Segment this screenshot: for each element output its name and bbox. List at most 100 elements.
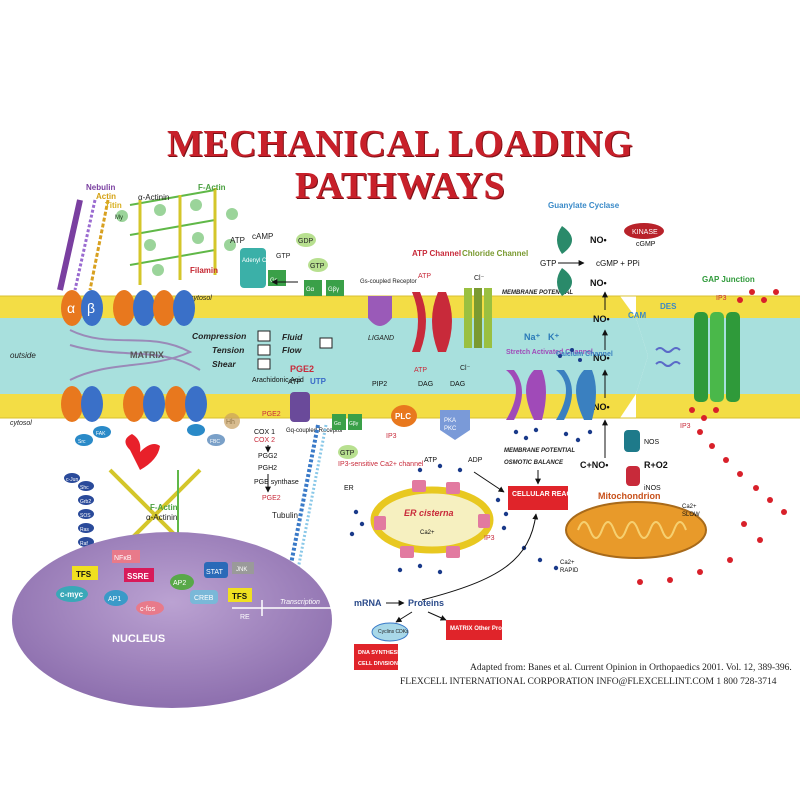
pip2-label: PIP2 [372, 381, 387, 388]
ip3-er-label: IP3 [484, 535, 495, 542]
gap-junction-label: GAP Junction [702, 275, 755, 284]
guanylate-cyclase-lower [557, 268, 572, 296]
ip3-plc-label: IP3 [386, 433, 397, 440]
ligand-label: LIGAND [368, 335, 394, 342]
ca-er-label: Ca2+ [420, 530, 435, 536]
membrane-potential-upper-label: MEMBRANE POTENTIAL [502, 290, 573, 296]
mitochondrion [565, 501, 707, 559]
calcium-channel-right [576, 370, 596, 420]
inos-shape [626, 466, 640, 486]
arachidonic-label: Arachidonic Acid [252, 377, 304, 384]
cox2-label: COX 2 [254, 437, 275, 444]
pge-synthase-label: PGE synthase [254, 479, 299, 486]
ga-label: Gα [306, 287, 315, 293]
plc-shape [391, 405, 417, 427]
des-label: DES [660, 302, 677, 311]
camp-label: cAMP [252, 232, 273, 241]
atp-out-label: ATP [418, 273, 431, 280]
re-label: RE [240, 614, 250, 621]
kinase-label: KINASE [632, 229, 658, 236]
pgh2-label: PGH2 [258, 465, 277, 472]
pkc-label: PKC [444, 426, 457, 432]
matrix-products-box [446, 620, 502, 640]
sos-label: SOS [80, 513, 91, 519]
no-reaction-right: R+O2 [644, 460, 668, 470]
atp-pkc-label: ATP [424, 457, 437, 464]
no-upper-label: NO• [590, 235, 607, 245]
talin-heart [125, 434, 160, 470]
fbc-label: FBC [210, 439, 220, 445]
f-actin-upper-label: F-Actin [198, 183, 226, 192]
pgg2-label: PGG2 [258, 453, 278, 460]
tension-label: Tension [212, 345, 244, 355]
nfkb-label: NFκB [114, 555, 132, 562]
gbg-label: Gβγ [328, 287, 339, 293]
f-actin-lower-label: F-Actin [150, 503, 178, 512]
right-upper-membrane [636, 296, 800, 318]
cyclins-bubble [371, 622, 409, 642]
src-label: Src [78, 439, 86, 445]
title-line-1: MECHANICAL LOADING [166, 123, 634, 165]
gs-coupled-receptor-label: Gs-coupled Receptor [360, 279, 417, 285]
title-line-2: PATHWAYS [294, 165, 506, 207]
alpha-actinin-lower-label: α-Actinin [146, 513, 177, 522]
ip3-channel-label: IP3-sensitive Ca2+ channel [338, 461, 424, 468]
tubulin-label: Tubulin [272, 511, 298, 520]
raf-label: Raf [80, 541, 88, 547]
guanylate-cyclase-label: Guanylate Cyclase [548, 201, 620, 210]
gtp-lower-label: GTP [340, 450, 355, 457]
matrix-products-label: MATRIX Other Products [450, 626, 519, 632]
gdp-bubble [296, 233, 316, 247]
nos-label: NOS [644, 439, 660, 446]
atp-camp-atp: ATP [230, 236, 245, 245]
ca-rapid-label: RAPID [560, 568, 579, 574]
beta-integrin-label: β [87, 300, 95, 316]
guanylate-cyclase-upper [557, 226, 572, 254]
gq-receptor [290, 392, 310, 422]
cytosol-upper-label: cytosol [190, 295, 212, 302]
titin-label: Titin [105, 201, 122, 210]
proteins-label: Proteins [408, 598, 444, 608]
utp-label: UTP [310, 377, 327, 386]
cam-label: CAM [628, 311, 647, 320]
gdp-label: GDP [298, 238, 314, 245]
er-cisterna [370, 486, 494, 554]
no-membrane-3: NO• [593, 402, 610, 412]
cytosol-lower-label: cytosol [10, 420, 32, 427]
gtp-small-label: GTP [276, 253, 291, 260]
kinase-badge [624, 223, 664, 239]
ip3-gap-lower: IP3 [680, 423, 691, 430]
alpha-integrin-label: α [67, 300, 75, 316]
na-label: Na⁺ [524, 332, 541, 342]
sarcomere-filaments [57, 188, 217, 291]
grb2-label: Grb2 [80, 499, 91, 505]
gs-label: Gs [270, 278, 278, 284]
my-label: My [115, 215, 123, 221]
nucleus-label: NUCLEUS [112, 633, 165, 645]
k-label: K⁺ [548, 332, 559, 342]
osmotic-balance-label: OSMOTIC BALANCE [504, 460, 564, 466]
dna-synthesis-box [354, 644, 398, 670]
cgmp-ppi-label: cGMP + PPi [596, 259, 640, 268]
alpha-actinin-upper-label: α-Actinin [138, 193, 169, 202]
atp-pge2-label: ATP [288, 379, 301, 386]
tfs-right-label: TFS [232, 592, 248, 601]
ip3-dots [637, 289, 787, 585]
no-reaction-left: C+NO• [580, 460, 608, 470]
gtp-upper-label: GTP [310, 263, 325, 270]
ssre-label: SSRE [127, 572, 149, 581]
no-membrane-2: NO• [593, 353, 610, 363]
atp-channel-right [432, 292, 452, 352]
cellular-reactions-label: CELLULAR REACTIONS [512, 491, 593, 498]
gq-gbg-label: Gβγ [349, 421, 359, 427]
outside-label: outside [10, 351, 36, 360]
stretch-channel-right [526, 370, 546, 420]
ap1-label: AP1 [108, 596, 121, 603]
dag-right-label: DAG [450, 381, 465, 388]
gs-coupled-receptor [368, 296, 392, 326]
fak-label: FAK [96, 431, 106, 437]
cox1-label: COX 1 [254, 429, 275, 436]
fluid-label: Fluid [282, 332, 303, 342]
calcium-dots-channels [513, 348, 593, 443]
er-label: ER [344, 485, 354, 492]
